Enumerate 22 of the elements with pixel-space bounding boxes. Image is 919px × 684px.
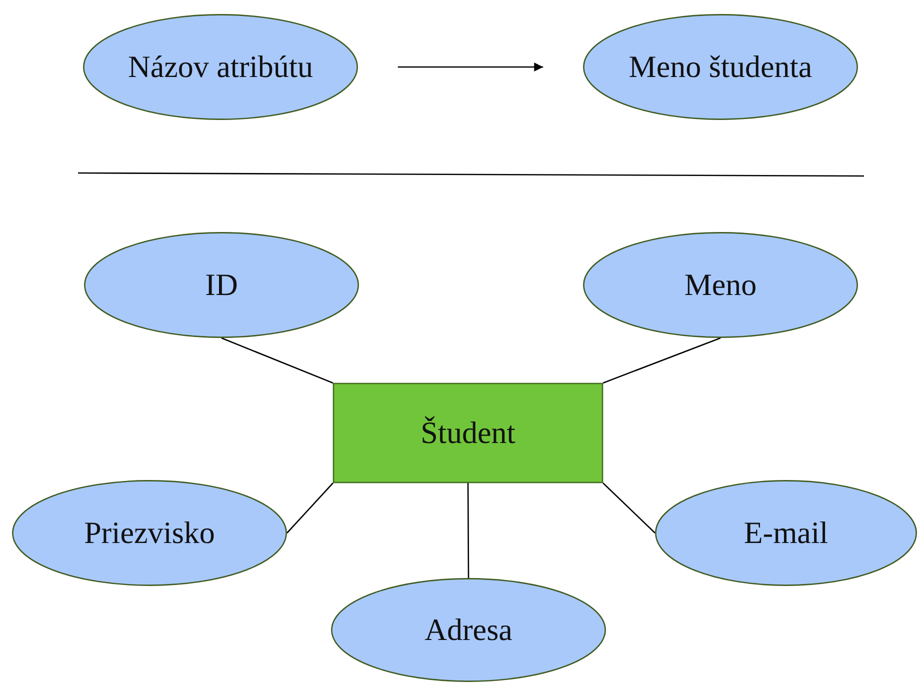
connector-line [602, 337, 721, 384]
attribute-label: Adresa [424, 612, 512, 648]
attribute-ellipse [331, 578, 606, 682]
connector-line [286, 482, 334, 534]
attribute-label: Názov atribútu [128, 49, 314, 85]
entity-box [333, 383, 603, 483]
connector-line [467, 483, 470, 578]
connector-line [221, 337, 334, 384]
attribute-label: E-mail [744, 515, 828, 551]
attribute-label: Meno študenta [628, 49, 812, 85]
attribute-ellipse [655, 480, 917, 586]
attribute-label: ID [205, 267, 238, 303]
attribute-ellipse [583, 232, 858, 338]
entity-label: Študent [420, 415, 516, 451]
attribute-label: Priezvisko [84, 515, 215, 551]
arrow [398, 62, 544, 72]
attribute-ellipse [583, 14, 858, 120]
connector-line [602, 482, 656, 534]
attribute-label: Meno [684, 267, 757, 303]
attribute-ellipse [12, 480, 287, 586]
attribute-ellipse [83, 14, 358, 120]
attribute-ellipse [84, 232, 359, 338]
